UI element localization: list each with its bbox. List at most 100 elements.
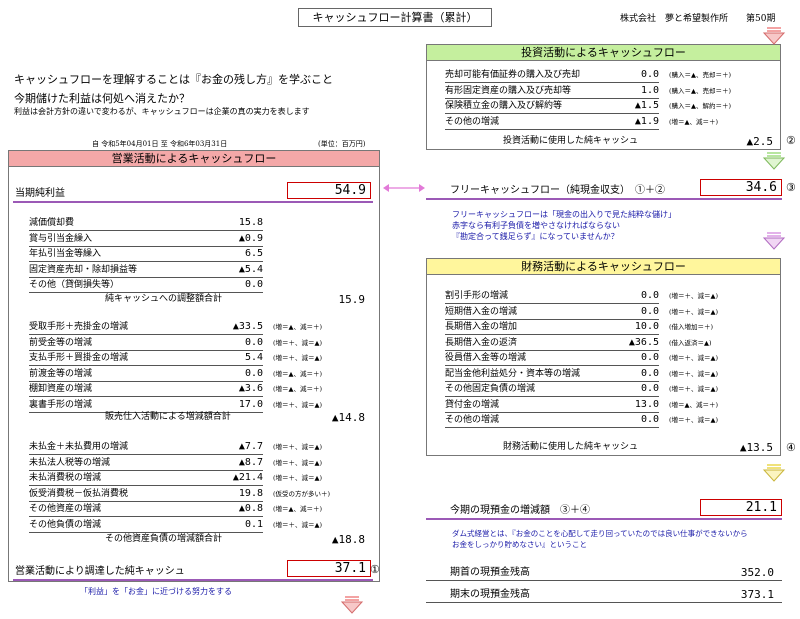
free-cf-mark: ③ xyxy=(786,181,796,194)
row-label: 支払手形＋買掛金の増減 xyxy=(29,353,129,363)
row-note: (購入＝▲、売却＝＋) xyxy=(669,71,732,79)
investing-total-value: ▲2.5 xyxy=(746,135,774,148)
row-label: 前受金等の増減 xyxy=(29,337,93,348)
closing-balance-label: 期末の現預金残高 xyxy=(450,589,530,600)
financing-total-label: 財務活動に使用した純キャッシュ xyxy=(503,442,639,452)
closing-balance-value: 373.1 xyxy=(740,588,774,601)
row-underline xyxy=(445,82,659,83)
row-label: 仮受消費税－仮払消費税 xyxy=(29,488,129,499)
row-value: 6.5 xyxy=(244,248,263,259)
financing-panel: 財務活動によるキャッシュフロー 割引手形の増減 0.0 (増＝＋、減＝▲) 短期借入金… xyxy=(426,258,781,456)
free-cf-note-1: フリーキャッシュフローは「現金の出入りで見た純粋な儲け」 xyxy=(452,210,676,219)
row-value: 0.0 xyxy=(640,383,659,394)
row-underline xyxy=(29,245,263,247)
row-label: 有形固定資産の購入及び売却等 xyxy=(445,85,572,96)
row-underline xyxy=(29,349,263,351)
opening-balance-label: 期首の現預金残高 xyxy=(450,567,530,578)
financing-total-mark: ④ xyxy=(786,441,796,454)
cash-change-note-2: お金をしっかり貯めなさい』ということ xyxy=(452,540,587,549)
page-title: キャッシュフロー計算書（累計） xyxy=(298,8,492,27)
row-label: 未払金＋未払費用の増減 xyxy=(29,442,129,452)
row-note: (増＝＋、減＝▲) xyxy=(669,369,719,378)
row-label: 裏書手形の増減 xyxy=(29,399,93,410)
table-row: 未払金＋未払費用の増減▲7.7(増＝＋、減＝▲) xyxy=(29,441,369,455)
group1-total-value: 15.9 xyxy=(338,293,366,306)
row-underline xyxy=(29,485,263,486)
row-underline xyxy=(29,365,263,366)
row-value: 0.0 xyxy=(640,352,659,363)
unit-label: (単位：百万円) xyxy=(318,140,366,148)
group2-total-value: ▲14.8 xyxy=(331,411,365,424)
row-label: 受取手形＋売掛金の増減 xyxy=(29,322,129,332)
group3-total-value: ▲18.8 xyxy=(331,533,365,546)
lead-line-2: 今期儲けた利益は何処へ消えたか？ xyxy=(14,92,190,105)
row-note: (増＝＋、減＝▲) xyxy=(669,354,719,362)
row-label: 長期借入金の返済 xyxy=(445,337,518,348)
row-value: 13.0 xyxy=(634,398,659,410)
table-row: 長期借入金の返済▲36.5(借入返済＝▲) xyxy=(445,337,775,351)
investing-total-label: 投資活動に使用した純キャッシュ xyxy=(503,136,639,146)
table-row: その他資産の増減 ▲0.8 (増＝▲、減＝＋) xyxy=(29,503,369,517)
row-note: (増＝＋、減＝▲) xyxy=(273,338,323,347)
row-label: 固定資産売却・除却損益等 xyxy=(29,264,138,275)
period-label: 自 令和5年04月01日 至 令和6年03月31日 xyxy=(92,140,228,148)
financing-total-value: ▲13.5 xyxy=(739,441,773,454)
company-name: 株式会社 夢と希望製作所 第50期 xyxy=(620,14,776,24)
row-underline xyxy=(445,349,659,351)
row-value: 0.0 xyxy=(244,336,263,348)
row-underline xyxy=(445,396,659,397)
row-value: ▲0.8 xyxy=(238,503,263,514)
operating-result-underline xyxy=(13,579,373,581)
table-row: 棚卸資産の増減▲3.6(増＝▲、減＝＋) xyxy=(29,383,369,397)
row-value: 0.0 xyxy=(244,279,263,290)
financing-header: 財務活動によるキャッシュフロー xyxy=(427,259,780,275)
row-note: (増＝▲、減＝＋) xyxy=(273,385,323,393)
operating-footer-note: 「利益」を「お金」に近づける努力をする xyxy=(80,587,232,596)
arrow-down-icon xyxy=(762,464,786,482)
row-value: 17.0 xyxy=(238,398,263,410)
row-note: (増＝＋、減＝▲) xyxy=(273,400,323,409)
row-value: 5.4 xyxy=(244,352,263,363)
row-label: 割引手形の増減 xyxy=(445,291,509,301)
row-underline xyxy=(29,396,263,397)
row-note: (増＝＋、減＝▲) xyxy=(273,520,323,529)
row-underline xyxy=(29,276,263,278)
row-label: 年払引当金等繰入 xyxy=(29,249,102,259)
operating-header: 営業活動によるキャッシュフロー xyxy=(9,151,379,167)
operating-result-label: 営業活動により調達した純キャッシュ xyxy=(15,566,185,577)
table-row: その他の増減▲1.9(増＝▲、減＝＋) xyxy=(445,116,775,130)
row-label: 前渡金等の増減 xyxy=(29,368,93,379)
row-underline xyxy=(29,292,263,293)
row-value: 0.0 xyxy=(640,367,659,379)
row-note: (購入＝▲、売却＝＋) xyxy=(669,86,732,95)
row-note: (増＝▲、減＝＋) xyxy=(273,505,323,513)
opening-balance-value: 352.0 xyxy=(740,566,774,579)
row-value: ▲8.7 xyxy=(238,456,263,468)
row-label: 棚卸資産の増減 xyxy=(29,384,93,394)
row-value: ▲7.7 xyxy=(238,441,263,452)
row-value: ▲21.4 xyxy=(232,472,263,483)
row-label: その他資産の増減 xyxy=(29,504,102,514)
net-income-underline xyxy=(13,201,373,203)
table-row: 賞与引当金繰入▲0.9 xyxy=(29,233,289,247)
row-note: (増＝＋、減＝▲) xyxy=(669,385,719,393)
row-underline xyxy=(445,97,659,99)
row-value: 0.0 xyxy=(640,414,659,425)
row-label: 未払法人税等の増減 xyxy=(29,457,111,468)
row-label: その他負債の増減 xyxy=(29,519,102,530)
row-label: 役員借入金等の増減 xyxy=(445,353,527,363)
row-value: 0.0 xyxy=(640,290,659,301)
closing-balance-underline xyxy=(426,602,782,603)
investing-header: 投資活動によるキャッシュフロー xyxy=(427,45,780,61)
row-underline xyxy=(445,128,659,130)
